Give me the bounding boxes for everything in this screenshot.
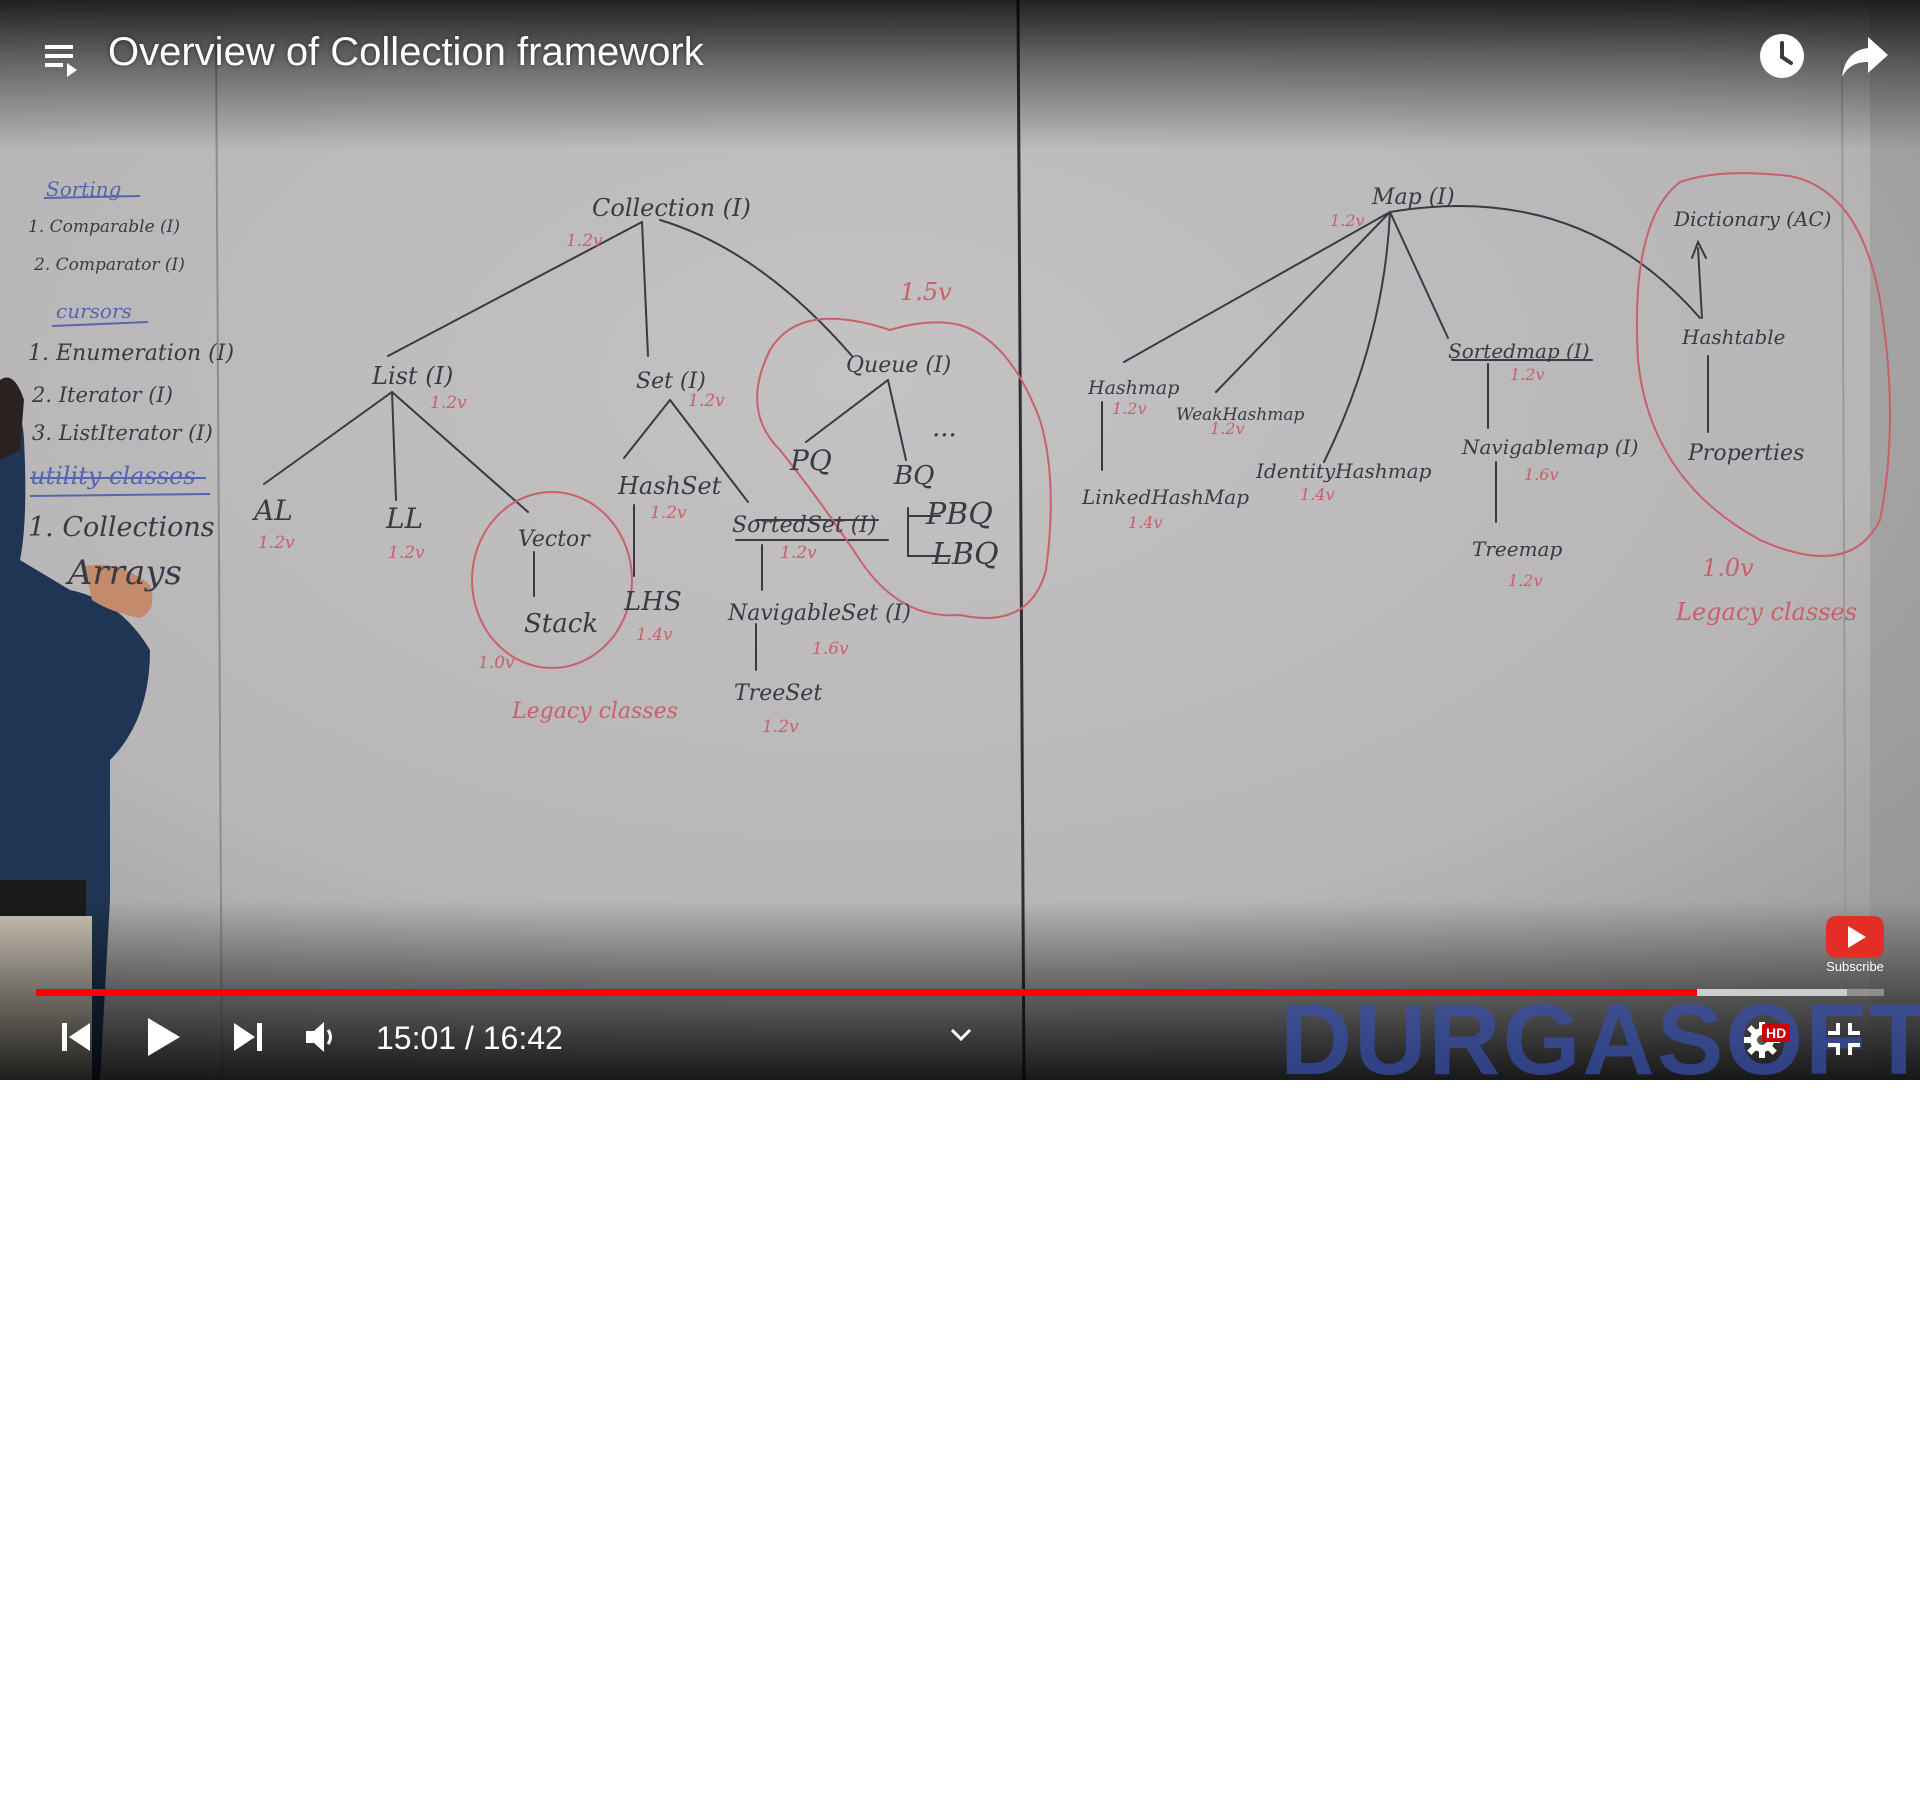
top-overlay: [0, 0, 1920, 150]
node-pbq: PBQ: [925, 497, 993, 532]
node-pq: PQ: [789, 444, 832, 477]
channel-watermark: DURGASOFT: [1280, 984, 1920, 1080]
note-utility-item: 1. Collections: [28, 512, 215, 543]
legacy-note: Legacy classes: [1675, 598, 1857, 626]
legacy-note: Legacy classes: [511, 699, 678, 724]
video-title[interactable]: Overview of Collection framework: [108, 30, 704, 74]
version-label: 1.2v: [430, 393, 467, 413]
node-navigableset: NavigableSet (I): [727, 601, 911, 626]
version-label: 1.4v: [636, 625, 673, 645]
node-al: AL: [251, 494, 293, 527]
version-label: 1.0v: [478, 653, 515, 673]
version-label: 1.5v: [900, 278, 952, 306]
node-ellipsis: ...: [932, 413, 957, 443]
play-icon[interactable]: [140, 1012, 186, 1062]
version-label: 1.2v: [1508, 571, 1542, 590]
note-cursor-item: 2. Iterator (I): [31, 383, 173, 407]
node-lbq: LBQ: [931, 537, 999, 572]
node-vector: Vector: [518, 527, 591, 552]
subscribe-logo-icon[interactable]: [1826, 916, 1884, 958]
progress-bar[interactable]: [36, 989, 1884, 996]
version-label: 1.4v: [1128, 513, 1162, 532]
version-label: 1.6v: [1524, 465, 1558, 484]
note-utility-heading: utility classes: [30, 462, 196, 490]
playlist-icon[interactable]: [38, 36, 84, 82]
version-label: 1.2v: [1210, 419, 1244, 438]
note-sorting-item: 1. Comparable (I): [28, 217, 180, 237]
node-map: Map (I): [1371, 185, 1455, 210]
node-sortedset: SortedSet (I): [732, 513, 877, 538]
version-label: 1.2v: [762, 717, 799, 737]
version-label: 1.2v: [780, 543, 817, 563]
version-label: 1.2v: [1330, 211, 1364, 230]
node-list: List (I): [371, 362, 453, 390]
node-identityhashmap: IdentityHashmap: [1255, 459, 1432, 483]
time-display: 15:01 / 16:42: [376, 1020, 563, 1056]
version-label: 1.2v: [650, 503, 687, 523]
hd-badge: HD: [1762, 1024, 1791, 1042]
volume-icon[interactable]: [298, 1014, 344, 1060]
version-label: 1.2v: [1510, 365, 1544, 384]
node-hashtable: Hashtable: [1681, 325, 1786, 349]
note-cursors-heading: cursors: [56, 299, 132, 323]
skip-previous-icon[interactable]: [54, 1014, 98, 1060]
version-label: 1.2v: [258, 533, 295, 553]
note-sorting-heading: Sorting: [46, 177, 121, 201]
version-label: 1.6v: [812, 639, 849, 659]
subscribe-label[interactable]: Subscribe: [1826, 959, 1884, 974]
exit-fullscreen-icon[interactable]: [1820, 1016, 1868, 1062]
node-queue: Queue (I): [846, 353, 951, 378]
version-label: 1.0v: [1702, 554, 1754, 582]
skip-next-icon[interactable]: [226, 1014, 270, 1060]
note-utility-item: Arrays: [65, 553, 182, 593]
node-treeset: TreeSet: [734, 681, 822, 706]
video-player[interactable]: Sorting 1. Comparable (I) 2. Comparator …: [0, 0, 1920, 1080]
version-label: 1.2v: [566, 231, 603, 251]
version-label: 1.2v: [688, 391, 725, 411]
node-treemap: Treemap: [1472, 537, 1562, 561]
node-stack: Stack: [524, 609, 598, 639]
version-label: 1.2v: [388, 543, 425, 563]
node-linkedhashmap: LinkedHashMap: [1081, 485, 1249, 509]
version-label: 1.4v: [1300, 485, 1334, 504]
node-weakhashmap: WeakHashmap: [1176, 405, 1304, 425]
note-cursor-item: 3. ListIterator (I): [32, 421, 213, 445]
node-set: Set (I): [636, 369, 706, 394]
node-lhs: LHS: [623, 587, 682, 617]
version-label: 1.2v: [1112, 399, 1146, 418]
node-collection: Collection (I): [592, 194, 751, 222]
node-dictionary: Dictionary (AC): [1673, 207, 1831, 231]
clock-icon[interactable]: [1756, 30, 1808, 82]
node-hashset: HashSet: [617, 472, 722, 500]
node-bq: BQ: [893, 461, 934, 491]
node-navigablemap: Navigablemap (I): [1461, 435, 1638, 459]
node-sortedmap: Sortedmap (I): [1448, 339, 1590, 363]
chevron-down-icon[interactable]: [944, 1020, 978, 1050]
node-ll: LL: [385, 502, 423, 535]
progress-played: [36, 989, 1697, 996]
node-hashmap: Hashmap: [1087, 377, 1179, 399]
note-sorting-item: 2. Comparator (I): [33, 255, 185, 275]
share-icon[interactable]: [1838, 30, 1892, 82]
node-properties: Properties: [1687, 441, 1804, 466]
note-cursor-item: 1. Enumeration (I): [28, 341, 234, 366]
